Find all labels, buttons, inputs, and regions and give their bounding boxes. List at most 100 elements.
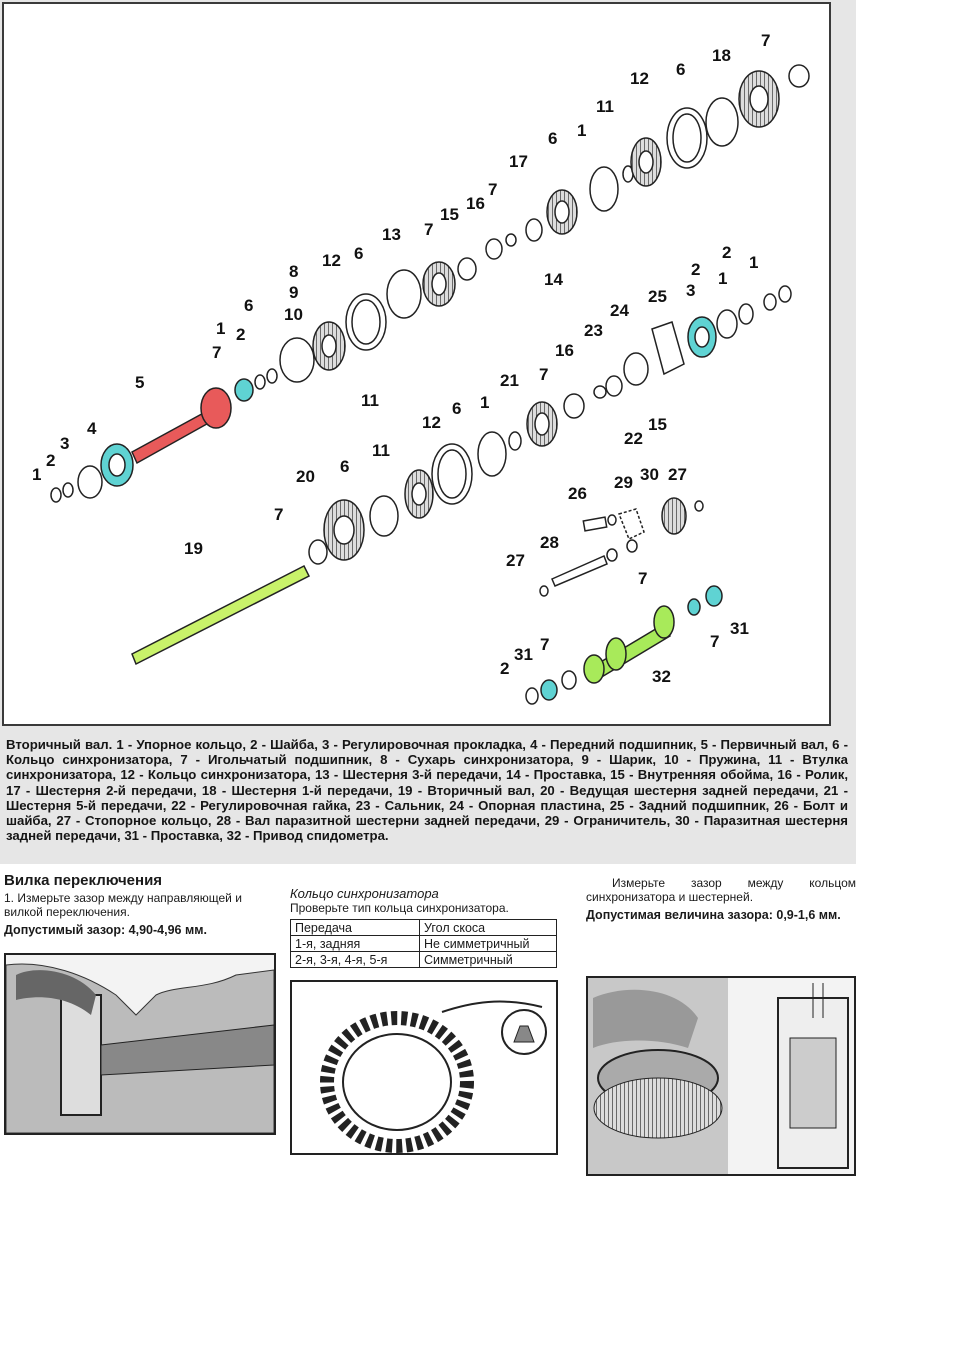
callout-27: 27 xyxy=(668,465,687,484)
callout-29: 29 xyxy=(614,473,633,492)
fork-text: 1. Измерьте зазор между направляющей и в… xyxy=(4,891,242,919)
callout-1: 1 xyxy=(718,269,727,288)
exploded-view-svg: 1 2 3 4 5 7 1 2 6 8 9 10 12 6 11 13 7 15… xyxy=(32,31,810,705)
callout-31: 31 xyxy=(730,619,749,638)
callout-26: 26 xyxy=(568,484,587,503)
callout-12: 12 xyxy=(630,69,649,88)
callout-20: 20 xyxy=(296,467,315,486)
part-sync-ring xyxy=(279,337,315,383)
fork-heading: Вилка переключения xyxy=(4,872,163,889)
table-row: 1-я, задняя Не симметричный xyxy=(290,935,557,952)
gap-text: Измерьте зазор между кольцом синхронизат… xyxy=(586,876,856,904)
callout-3: 3 xyxy=(60,434,69,453)
fork-section: Вилка переключения 1. Измерьте зазор меж… xyxy=(4,872,276,938)
table-header-row: Передача Угол скоса xyxy=(290,919,557,936)
callout-4: 4 xyxy=(87,419,97,438)
callout-6: 6 xyxy=(548,129,557,148)
diagram-panel: 1 2 3 4 5 7 1 2 6 8 9 10 12 6 11 13 7 15… xyxy=(0,0,856,864)
callout-6: 6 xyxy=(244,296,253,315)
callout-1: 1 xyxy=(216,319,225,338)
table-row: 2-я, 3-я, 4-я, 5-я Симметричный xyxy=(290,951,557,968)
callout-2: 2 xyxy=(500,659,509,678)
sync-ring-illustration xyxy=(290,980,558,1155)
diagram-caption: Вторичный вал. 1 - Упорное кольцо, 2 - Ш… xyxy=(6,737,848,844)
callout-5: 5 xyxy=(135,373,144,392)
callout-25: 25 xyxy=(648,287,667,306)
callout-10: 10 xyxy=(284,305,303,324)
exploded-diagram: 1 2 3 4 5 7 1 2 6 8 9 10 12 6 11 13 7 15… xyxy=(2,2,831,726)
table-header-angle: Угол скоса xyxy=(419,919,557,936)
table-cell: Симметричный xyxy=(419,951,557,968)
gap-photo xyxy=(586,976,856,1176)
callout-21: 21 xyxy=(500,371,519,390)
callout-7: 7 xyxy=(539,365,548,384)
callout-6: 6 xyxy=(676,60,685,79)
fork-tolerance: Допустимый зазор: 4,90-4,96 мм. xyxy=(4,923,207,937)
part-output-shaft xyxy=(131,564,311,666)
callout-6: 6 xyxy=(452,399,461,418)
callout-3: 3 xyxy=(686,281,695,300)
part-oil-seal xyxy=(623,352,649,386)
callout-1: 1 xyxy=(577,121,586,140)
callout-7: 7 xyxy=(274,505,283,524)
part-idler-gear xyxy=(661,497,687,535)
callout-2: 2 xyxy=(236,325,245,344)
callout-27: 27 xyxy=(506,551,525,570)
table-cell: 2-я, 3-я, 4-я, 5-я xyxy=(290,951,420,968)
callout-1: 1 xyxy=(749,253,758,272)
callout-18: 18 xyxy=(712,46,731,65)
gap-tolerance: Допустимая величина зазора: 0,9-1,6 мм. xyxy=(586,908,841,922)
callout-2: 2 xyxy=(722,243,731,262)
callout-7: 7 xyxy=(488,180,497,199)
callout-7: 7 xyxy=(638,569,647,588)
callout-32: 32 xyxy=(652,667,671,686)
callout-12: 12 xyxy=(422,413,441,432)
callout-8: 8 xyxy=(289,262,298,281)
callout-22: 22 xyxy=(624,429,643,448)
callout-1: 1 xyxy=(32,465,41,484)
part-support-plate xyxy=(651,321,685,376)
ring-heading: Кольцо синхронизатора xyxy=(290,886,439,901)
table-cell: Не симметричный xyxy=(419,935,557,952)
callout-11: 11 xyxy=(596,97,614,116)
callout-15: 15 xyxy=(440,205,459,224)
gap-section: Измерьте зазор между кольцом синхронизат… xyxy=(586,876,856,923)
part-shim xyxy=(77,465,103,499)
part-needle-bearing xyxy=(525,218,543,242)
ring-section: Кольцо синхронизатора Проверьте тип коль… xyxy=(290,886,560,968)
callout-6: 6 xyxy=(340,457,349,476)
callout-11: 11 xyxy=(361,391,379,410)
callout-2: 2 xyxy=(46,451,55,470)
callout-24: 24 xyxy=(610,301,629,320)
part-sync-ring-12 xyxy=(345,293,387,351)
fork-photo xyxy=(4,953,276,1135)
callout-6: 6 xyxy=(354,244,363,263)
part-snap-ring xyxy=(50,487,62,503)
callout-7: 7 xyxy=(540,635,549,654)
callout-15: 15 xyxy=(648,415,667,434)
callout-7: 7 xyxy=(761,31,770,50)
callout-23: 23 xyxy=(584,321,603,340)
part-input-gear xyxy=(200,387,232,429)
callout-7: 7 xyxy=(212,343,221,362)
callout-16: 16 xyxy=(466,194,485,213)
callout-1: 1 xyxy=(480,393,489,412)
table-cell: 1-я, задняя xyxy=(290,935,420,952)
callout-7: 7 xyxy=(424,220,433,239)
part-input-shaft xyxy=(131,408,215,465)
callout-11: 11 xyxy=(372,441,390,460)
callout-30: 30 xyxy=(640,465,659,484)
callout-13: 13 xyxy=(382,225,401,244)
callout-17: 17 xyxy=(509,152,528,171)
callout-28: 28 xyxy=(540,533,559,552)
callout-9: 9 xyxy=(289,283,298,302)
callout-16: 16 xyxy=(555,341,574,360)
callout-2: 2 xyxy=(691,260,700,279)
callout-7: 7 xyxy=(710,632,719,651)
part-idler-shaft xyxy=(551,554,608,587)
callout-14: 14 xyxy=(544,270,563,289)
part-washer xyxy=(62,482,74,498)
ring-type-table: Передача Угол скоса 1-я, задняя Не симме… xyxy=(290,919,557,968)
table-header-gear: Передача xyxy=(290,919,420,936)
callout-12: 12 xyxy=(322,251,341,270)
